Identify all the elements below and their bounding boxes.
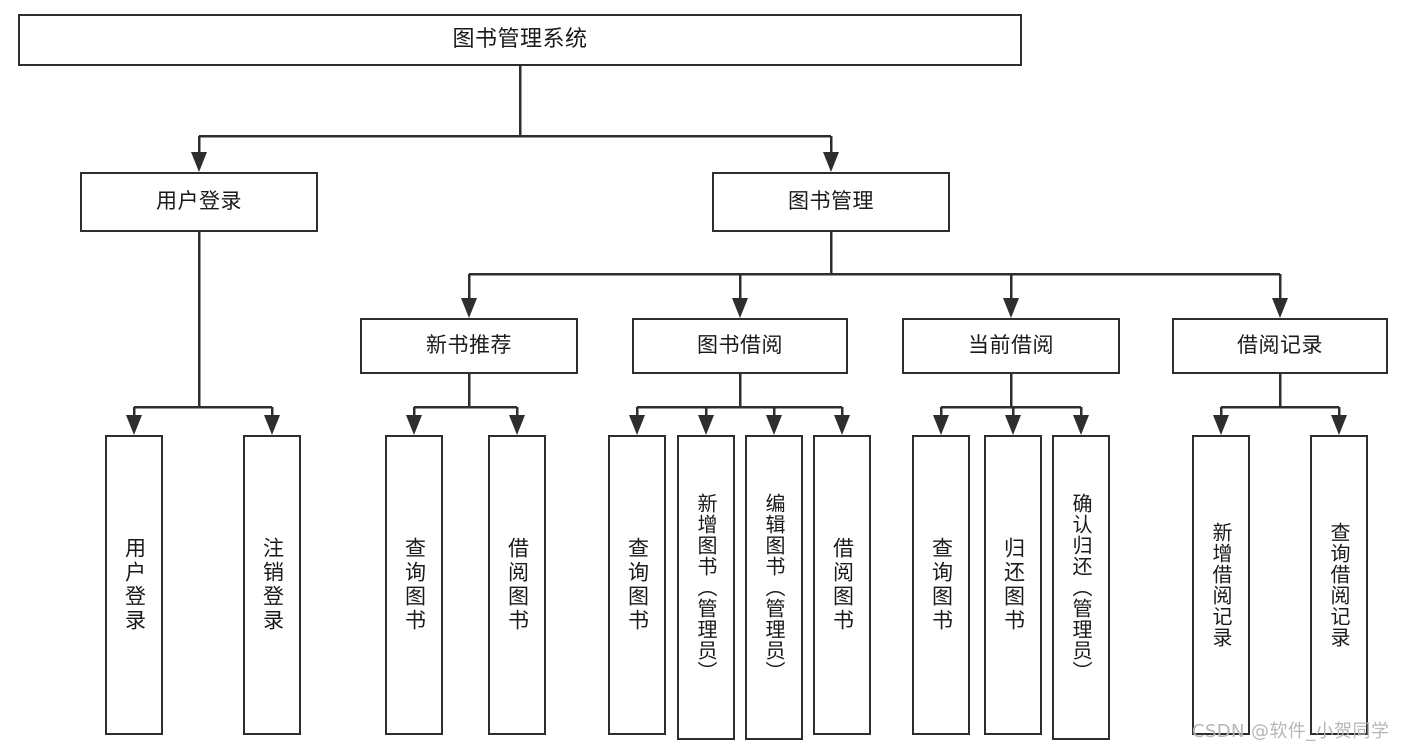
node-label: 新增图书（管理员） <box>694 493 718 682</box>
node-label: 新书推荐 <box>426 333 512 358</box>
arrow-head-icon <box>1003 298 1019 318</box>
node-label: 图书管理 <box>788 189 874 214</box>
node-label: 确认归还（管理员） <box>1069 493 1093 682</box>
node-leaf-rec-2: 借阅图书 <box>488 435 546 735</box>
arrow-head-icon <box>264 415 280 435</box>
node-leaf-rec-1: 查询图书 <box>385 435 443 735</box>
node-label: 编辑图书（管理员） <box>762 493 786 682</box>
node-label: 借阅图书 <box>505 537 530 633</box>
node-label: 注销登录 <box>260 537 285 633</box>
arrow-head-icon <box>698 415 714 435</box>
node-label: 查询图书 <box>402 537 427 633</box>
arrow-head-icon <box>732 298 748 318</box>
node-bookmgmt: 图书管理 <box>712 172 950 232</box>
node-leaf-cur-3: 确认归还（管理员） <box>1052 435 1110 740</box>
node-label: 借阅记录 <box>1237 333 1323 358</box>
node-label: 图书借阅 <box>697 333 783 358</box>
node-records: 借阅记录 <box>1172 318 1388 374</box>
node-root: 图书管理系统 <box>18 14 1022 66</box>
arrow-head-icon <box>406 415 422 435</box>
arrow-head-icon <box>126 415 142 435</box>
node-label: 用户登录 <box>156 189 242 214</box>
node-leaf-cur-1: 查询图书 <box>912 435 970 735</box>
node-label: 新增借阅记录 <box>1209 522 1233 648</box>
node-leaf-bor-3: 编辑图书（管理员） <box>745 435 803 740</box>
node-leaf-login-1: 用户登录 <box>105 435 163 735</box>
arrow-head-icon <box>933 415 949 435</box>
arrow-head-icon <box>766 415 782 435</box>
node-label: 图书管理系统 <box>452 26 588 52</box>
arrow-head-icon <box>834 415 850 435</box>
node-current: 当前借阅 <box>902 318 1120 374</box>
node-label: 用户登录 <box>122 537 147 633</box>
node-leaf-bor-1: 查询图书 <box>608 435 666 735</box>
arrow-head-icon <box>509 415 525 435</box>
arrow-head-icon <box>1073 415 1089 435</box>
node-leaf-rcd-1: 新增借阅记录 <box>1192 435 1250 735</box>
node-label: 查询图书 <box>625 537 650 633</box>
arrow-head-icon <box>629 415 645 435</box>
node-borrow: 图书借阅 <box>632 318 848 374</box>
arrow-head-icon <box>461 298 477 318</box>
arrow-head-icon <box>1272 298 1288 318</box>
node-label: 当前借阅 <box>968 333 1054 358</box>
node-newrec: 新书推荐 <box>360 318 578 374</box>
node-label: 归还图书 <box>1001 537 1026 633</box>
node-label: 查询图书 <box>929 537 954 633</box>
node-label: 查询借阅记录 <box>1327 522 1351 648</box>
arrow-head-icon <box>191 152 207 172</box>
node-leaf-bor-4: 借阅图书 <box>813 435 871 735</box>
node-login: 用户登录 <box>80 172 318 232</box>
arrow-head-icon <box>1331 415 1347 435</box>
node-leaf-bor-2: 新增图书（管理员） <box>677 435 735 740</box>
arrow-head-icon <box>823 152 839 172</box>
node-label: 借阅图书 <box>830 537 855 633</box>
node-leaf-login-2: 注销登录 <box>243 435 301 735</box>
arrow-head-icon <box>1213 415 1229 435</box>
arrow-head-icon <box>1005 415 1021 435</box>
node-leaf-rcd-2: 查询借阅记录 <box>1310 435 1368 735</box>
node-leaf-cur-2: 归还图书 <box>984 435 1042 735</box>
